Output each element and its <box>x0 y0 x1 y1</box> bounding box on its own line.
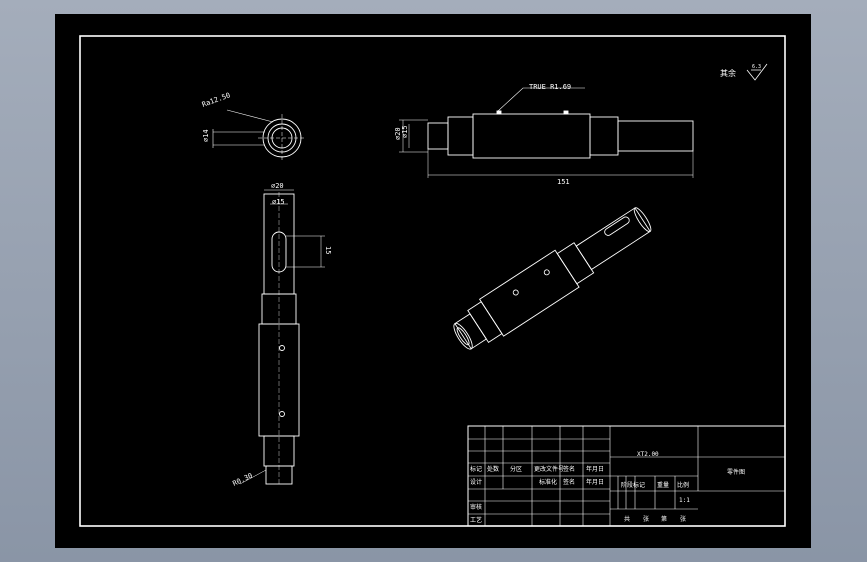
tb-row1-cell: 更改文件号 <box>534 465 564 473</box>
end-view-surface-label: Ra12.50 <box>201 91 231 109</box>
end-view <box>212 109 306 162</box>
roughness-value: 6.3 <box>752 64 761 70</box>
side-top-dia-label: ⌀20 <box>271 182 284 190</box>
side-inner-dia-label: ⌀15 <box>272 198 285 206</box>
roughness-symbol: 其余 6.3 <box>720 63 768 81</box>
front-outer-dia-label: ⌀20 <box>394 127 402 140</box>
tb-sheet-info: 张 <box>680 515 686 523</box>
tb-sheet-info: 共 <box>624 515 630 523</box>
tb-row2-cell: 标准化 <box>539 478 557 486</box>
tb-row4-cell: 工艺 <box>470 516 482 524</box>
tb-row3-cell: 审核 <box>470 503 482 511</box>
drawing-name: 零件图 <box>727 468 745 476</box>
tb-scale: 1:1 <box>679 497 690 504</box>
front-callout-label: TRUE R1.69 <box>529 83 571 91</box>
side-slot-label: 15 <box>324 246 332 254</box>
title-block <box>467 425 786 527</box>
end-view-dia-label: ⌀14 <box>202 129 210 142</box>
tb-sheet-info: 张 <box>643 515 649 523</box>
tb-row1-cell: 处数 <box>487 465 499 473</box>
tb-row1-cell: 签名 <box>563 465 575 473</box>
roughness-note: 其余 <box>720 68 736 78</box>
tb-row1-cell: 标记 <box>470 465 482 473</box>
tb-row2-cell: 年月日 <box>586 478 604 486</box>
side-view <box>239 189 325 486</box>
border-frame <box>79 35 786 527</box>
tb-row1-cell: 年月日 <box>586 465 604 473</box>
drawing-code: XT2.00 <box>637 451 659 458</box>
tb-row1-cell: 分区 <box>510 465 522 473</box>
front-view <box>399 87 694 178</box>
cad-drawing: 其余 6.3 Ra12.50 ⌀14 ⌀20 ⌀15 1 <box>79 35 786 527</box>
side-bottom-label: R0.30 <box>231 472 253 488</box>
tb-stage-header: 比例 <box>677 481 689 489</box>
title-block-text: XT2.00 零件图 标记 处数 分区 更改文件号 签名 年月日 设计 标准化 … <box>470 451 745 524</box>
tb-row2-cell: 签名 <box>563 478 575 486</box>
front-length-label: 151 <box>557 178 570 186</box>
tb-row2-cell: 设计 <box>470 478 482 486</box>
tb-stage-header: 重量 <box>657 481 669 489</box>
isometric-view <box>453 207 652 350</box>
tb-stage-header: 阶段标记 <box>621 481 645 489</box>
front-inner-dia-label: ⌀15 <box>401 125 409 138</box>
drawing-sheet: 其余 6.3 Ra12.50 ⌀14 ⌀20 ⌀15 1 <box>55 14 811 548</box>
tb-sheet-info: 第 <box>661 515 667 523</box>
